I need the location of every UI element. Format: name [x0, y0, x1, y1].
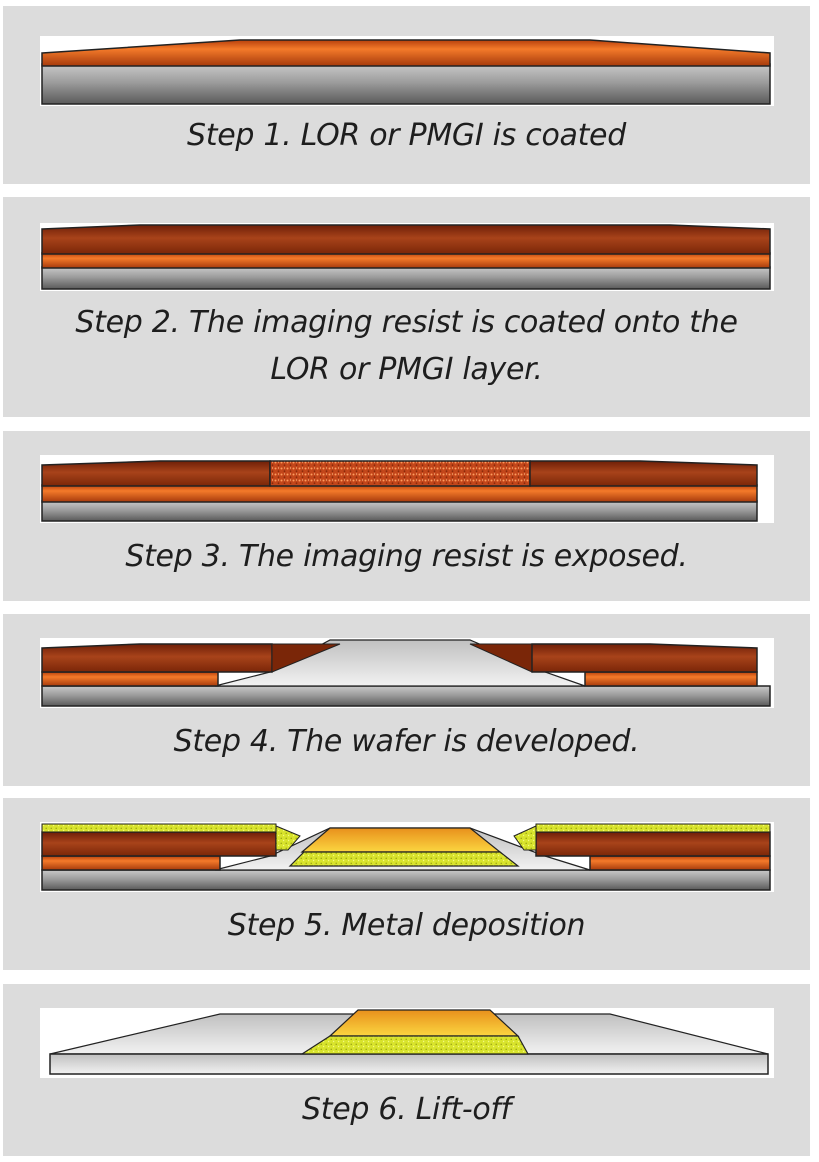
step-5-diagram — [40, 822, 774, 892]
step-3-caption: Step 3. The imaging resist is exposed. — [125, 539, 688, 574]
step-4-diagram — [40, 638, 774, 708]
step-2-panel: Step 2. The imaging resist is coated ont… — [3, 197, 810, 417]
step-2-caption: Step 2. The imaging resist is coated ont… — [75, 305, 738, 387]
step-4-caption: Step 4. The wafer is developed. — [173, 724, 640, 759]
step-6-panel: Step 6. Lift-off — [3, 984, 810, 1156]
step-3-panel: Step 3. The imaging resist is exposed. — [3, 431, 810, 601]
step-3-diagram — [40, 455, 774, 523]
step-5-panel: Step 5. Metal deposition — [3, 798, 810, 970]
step-4-panel: Step 4. The wafer is developed. — [3, 614, 810, 786]
step-6-diagram — [40, 1008, 774, 1078]
step-1-caption: Step 1. LOR or PMGI is coated — [187, 118, 626, 153]
step-2-diagram — [40, 223, 774, 291]
step-6-caption: Step 6. Lift-off — [302, 1092, 511, 1127]
step-5-caption: Step 5. Metal deposition — [227, 908, 586, 943]
step-1-diagram — [40, 36, 774, 106]
step-1-panel: Step 1. LOR or PMGI is coated — [3, 6, 810, 184]
